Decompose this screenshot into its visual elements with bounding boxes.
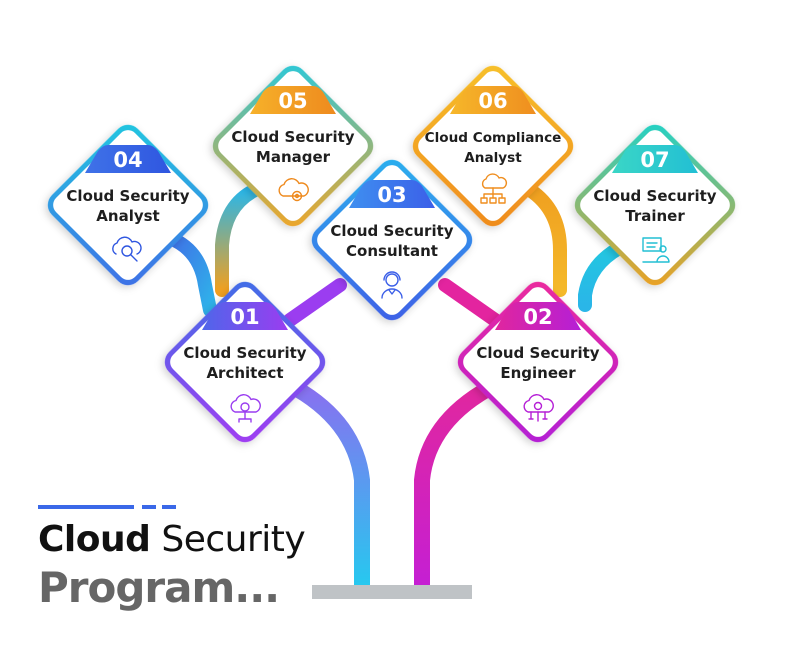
card-number: 03: [377, 183, 406, 207]
title-line2: Program...: [38, 563, 280, 612]
card-number: 01: [230, 305, 259, 329]
trunk-right: [414, 377, 499, 585]
card-number-badge: [450, 86, 536, 114]
cloud-network-icon: [480, 173, 508, 204]
card-number-badge: [85, 145, 171, 173]
card-number: 07: [640, 148, 669, 172]
branch-05: [215, 183, 262, 297]
branch-06: [523, 183, 567, 297]
card-number-badge: [250, 86, 336, 114]
branch-04: [163, 231, 217, 317]
title-accent-bar: [38, 505, 134, 509]
card-title-line1: Cloud Security: [66, 187, 189, 205]
card-number: 05: [278, 89, 307, 113]
tree-branches: [163, 183, 632, 585]
cloud-search-icon: [112, 236, 142, 262]
card-title-line1: Cloud Compliance: [425, 130, 562, 146]
card-title-line2: Analyst: [96, 207, 159, 225]
title-accent-dot: [162, 505, 176, 509]
card-number-badge: [612, 145, 698, 173]
card-number: 02: [523, 305, 552, 329]
card-title-line2: Engineer: [500, 364, 576, 382]
card-title-line1: Cloud Security: [231, 128, 354, 146]
card-title-line1: Cloud Security: [330, 222, 453, 240]
title-rest-word: Security: [161, 519, 306, 560]
cloud-circuit-icon: [523, 394, 554, 422]
card-number-badge: [495, 302, 581, 330]
card-title-line2: Consultant: [346, 242, 438, 260]
card-number-badge: [202, 302, 288, 330]
cloud-settings-icon: [278, 178, 309, 202]
trunk-left: [286, 377, 370, 585]
card-number: 06: [478, 89, 507, 113]
card-title-line2: Trainer: [625, 207, 685, 225]
title-accent-dot: [142, 505, 156, 509]
connector-03-01: [283, 278, 347, 327]
ground-bar: [312, 585, 472, 599]
title-bold-word: Cloud: [38, 519, 151, 560]
card-number: 04: [113, 148, 142, 172]
title-block: Cloud Security Program...: [38, 505, 328, 615]
card-title-line1: Cloud Security: [476, 344, 599, 362]
title-line1: Cloud Security: [38, 519, 306, 560]
card-number-badge: [349, 180, 435, 208]
card-title-line1: Cloud Security: [593, 187, 716, 205]
card-title-line2: Architect: [206, 364, 283, 382]
trainer-board-icon: [642, 237, 670, 263]
consultant-headset-icon: [381, 271, 403, 299]
connector-03-02: [438, 278, 502, 327]
card-title-line2: Manager: [256, 148, 331, 166]
card-title-line2: Analyst: [464, 150, 522, 166]
cloud-gear-icon: [230, 394, 261, 423]
card-title-line1: Cloud Security: [183, 344, 306, 362]
